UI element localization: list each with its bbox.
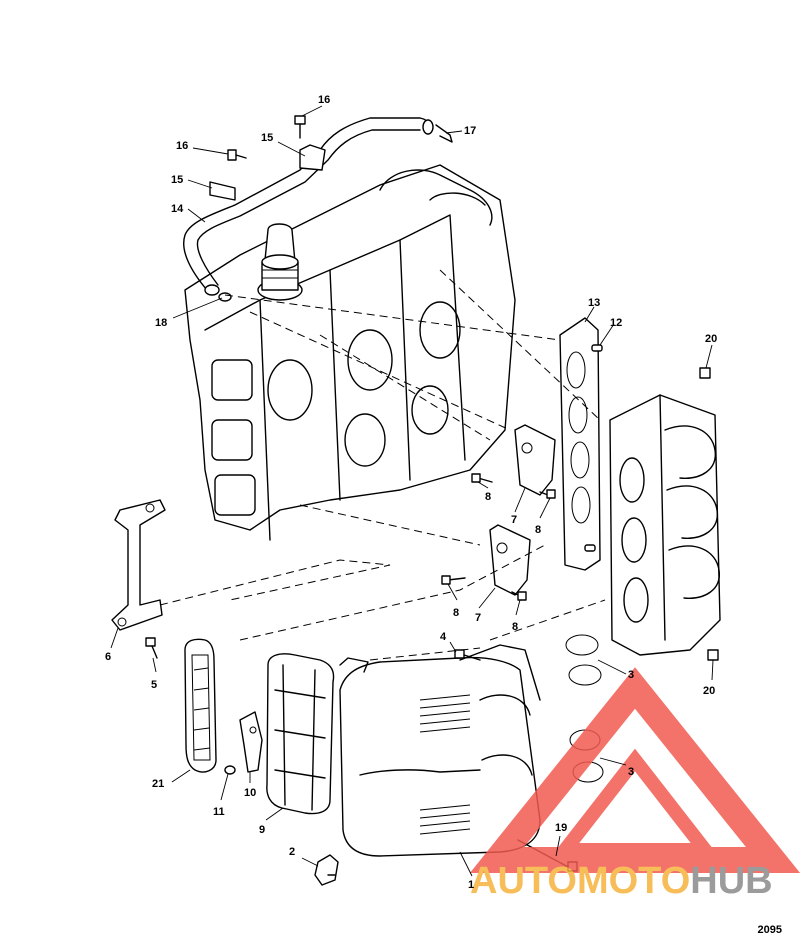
callout-7-b: 7 [475, 612, 481, 624]
callout-8-b: 8 [535, 524, 541, 536]
callout-14: 14 [171, 203, 184, 215]
callout-3-a: 3 [628, 669, 634, 681]
callout-4: 4 [440, 631, 447, 643]
callout-20-bottom: 20 [703, 685, 715, 697]
callout-15-top: 15 [261, 132, 273, 144]
callout-13: 13 [588, 297, 600, 309]
watermark-logo: AUTOMOTOHUB [469, 667, 800, 902]
callout-8-a: 8 [485, 491, 491, 503]
callout-16-top: 16 [318, 94, 330, 106]
flame-arrestor-screen [184, 638, 217, 773]
intake-gasket [559, 317, 603, 571]
silencer-cover [339, 644, 541, 857]
callout-3-b: 3 [628, 766, 634, 778]
callout-21: 21 [152, 778, 164, 790]
mount-brackets [441, 424, 556, 601]
air-box [266, 653, 335, 815]
callout-9: 9 [259, 824, 265, 836]
callout-6: 6 [105, 651, 111, 663]
callout-labels: 16 16 15 15 17 14 18 13 12 20 8 7 8 8 7 … [105, 94, 717, 891]
small-bracket [224, 711, 263, 775]
watermark-hub-text: HUB [690, 860, 772, 902]
svg-text:AUTOMOTOHUB: AUTOMOTOHUB [470, 860, 773, 902]
callout-16-left: 16 [176, 140, 188, 152]
diagram-number: 2095 [757, 924, 782, 936]
engine-block [184, 164, 516, 541]
callout-8-c: 8 [453, 607, 459, 619]
callout-15-left: 15 [171, 174, 183, 186]
callout-10: 10 [244, 787, 256, 799]
callout-12: 12 [610, 317, 622, 329]
callout-8-d: 8 [512, 621, 518, 633]
callout-20-top: 20 [705, 333, 717, 345]
callout-17: 17 [464, 125, 476, 137]
watermark-moto-text: MOTO [577, 860, 690, 902]
callout-18: 18 [155, 317, 167, 329]
hose-assembly [183, 115, 453, 302]
callout-11: 11 [213, 806, 225, 818]
support-bracket [111, 499, 166, 659]
callout-19: 19 [555, 822, 567, 834]
intake-manifold [609, 367, 721, 661]
callout-1: 1 [468, 879, 474, 891]
callout-7-a: 7 [511, 514, 517, 526]
watermark-auto-text: AUTO [470, 860, 577, 902]
callout-2: 2 [289, 846, 295, 858]
callout-5: 5 [151, 679, 157, 691]
